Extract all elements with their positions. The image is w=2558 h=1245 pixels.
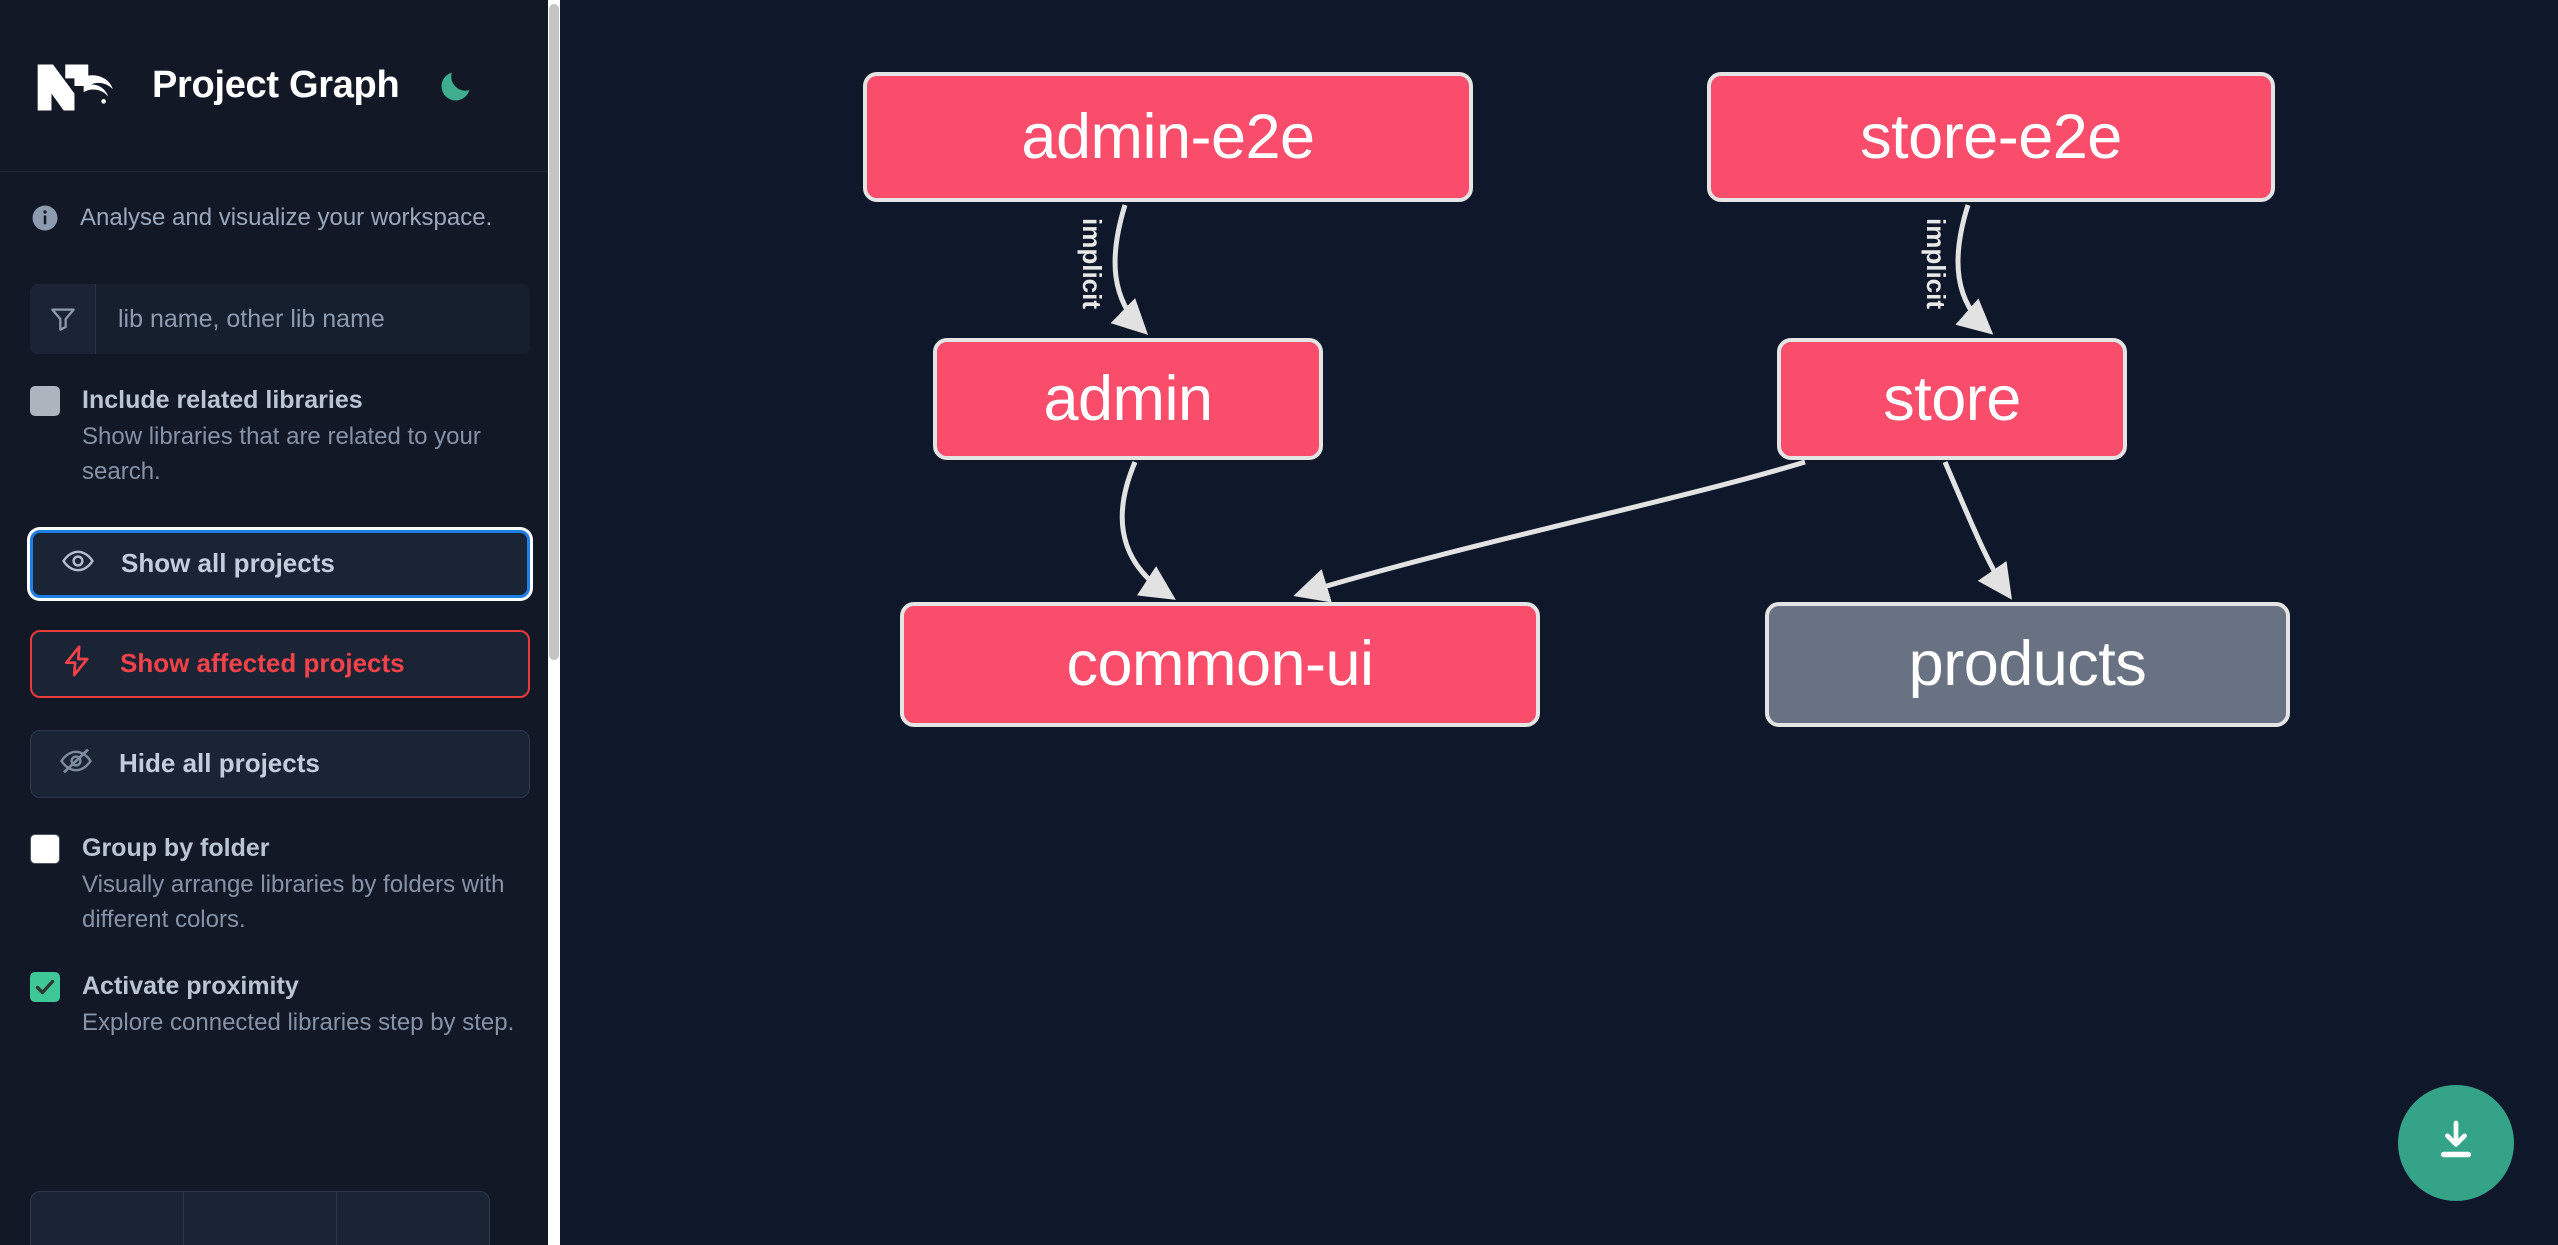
bolt-icon [60, 644, 94, 683]
option-label: Activate proximity [82, 971, 299, 1000]
edge-store-to-common-ui [1293, 459, 1806, 603]
node-label: admin-e2e [1021, 101, 1315, 172]
tracing-cell-start[interactable] [31, 1192, 184, 1245]
tracing-cell-end[interactable] [337, 1192, 489, 1245]
show-affected-projects-button[interactable]: Show affected projects [30, 629, 530, 698]
activate-proximity-checkbox[interactable] [30, 971, 60, 1002]
filter-bar [30, 284, 530, 354]
funnel-icon [30, 284, 96, 354]
sidebar-scrollbar-thumb[interactable] [549, 4, 559, 660]
graph-node-store[interactable]: store [1777, 338, 2127, 460]
option-activate-proximity[interactable]: Activate proximity Explore connected lib… [30, 968, 530, 1041]
edge-label-implicit-admin: implicit [1075, 216, 1109, 311]
edge-store-to-products [1942, 461, 2012, 600]
node-label: common-ui [1066, 629, 1374, 699]
node-label: admin [1043, 363, 1213, 434]
sidebar-header: Project Graph [0, 0, 560, 172]
download-graph-button[interactable] [2398, 1085, 2514, 1201]
nx-logo-icon [30, 55, 122, 117]
graph-node-common-ui[interactable]: common-ui [900, 602, 1540, 727]
button-label: Show all projects [121, 548, 335, 579]
button-label: Show affected projects [120, 648, 405, 679]
graph-node-admin-e2e[interactable]: admin-e2e [863, 72, 1473, 202]
graph-node-store-e2e[interactable]: store-e2e [1707, 72, 2275, 202]
graph-node-admin[interactable]: admin [933, 338, 1323, 460]
moon-icon[interactable] [433, 63, 479, 109]
option-description: Show libraries that are related to your … [82, 423, 481, 486]
edge-admin-to-common-ui [1119, 461, 1176, 600]
option-include-related-libraries[interactable]: Include related libraries Show libraries… [30, 382, 530, 490]
option-description: Explore connected libraries step by step… [82, 1008, 515, 1036]
tracing-cell-middle[interactable] [184, 1192, 337, 1245]
option-description: Visually arrange libraries by folders wi… [82, 871, 505, 933]
eye-off-icon [59, 744, 93, 783]
tracing-button-group[interactable] [30, 1191, 490, 1245]
info-icon [30, 203, 60, 233]
node-label: store [1883, 363, 2021, 434]
option-group-by-folder[interactable]: Group by folder Visually arrange librari… [30, 830, 530, 938]
group-by-folder-checkbox[interactable] [30, 833, 60, 864]
include-related-libraries-checkbox[interactable] [30, 386, 60, 416]
edge-store-e2e-to-store [1955, 204, 1994, 335]
sidebar: Project Graph Analyse and visualize your… [0, 0, 560, 1245]
graph-node-products[interactable]: products [1765, 602, 2290, 727]
tagline-text: Analyse and visualize your workspace. [80, 204, 493, 231]
page-title: Project Graph [152, 64, 400, 106]
button-label: Hide all projects [119, 748, 320, 779]
eye-icon [61, 544, 95, 583]
graph-edges [1110, 204, 2012, 603]
download-icon [2429, 1114, 2483, 1173]
edge-admin-e2e-to-admin [1110, 204, 1149, 335]
graph-canvas[interactable]: implicit implicit admin-e2e store-e2e ad… [560, 0, 2558, 1245]
hide-all-projects-button[interactable]: Hide all projects [30, 729, 530, 798]
option-label: Group by folder [82, 833, 270, 862]
edge-label-implicit-store: implicit [1919, 216, 1953, 311]
node-label: store-e2e [1860, 101, 2122, 172]
tagline: Analyse and visualize your workspace. [0, 172, 560, 264]
search-input[interactable] [96, 284, 530, 354]
sidebar-scrollbar[interactable] [548, 0, 560, 1245]
show-all-projects-button[interactable]: Show all projects [30, 529, 530, 598]
node-label: products [1908, 629, 2147, 699]
option-label: Include related libraries [82, 386, 363, 414]
visibility-button-group: Show all projects Show affected projects [30, 529, 530, 798]
